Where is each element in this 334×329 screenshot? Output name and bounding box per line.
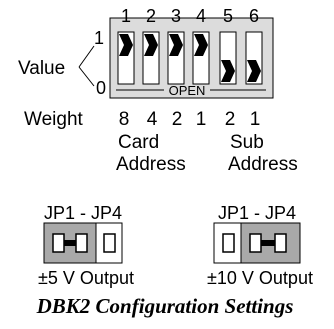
jumper-10v: JP1 - JP4 ±10 V Output bbox=[207, 203, 313, 288]
switch-number-1: 1 bbox=[121, 6, 131, 26]
jumper-10v-pin-1 bbox=[222, 233, 235, 253]
jumper-5v: JP1 - JP4 ±5 V Output bbox=[38, 203, 134, 288]
card-address-line1: Card bbox=[118, 132, 159, 153]
jumper-5v-pin-3 bbox=[103, 233, 116, 253]
weight-value-3: 2 bbox=[172, 109, 183, 130]
switch-lever-5 bbox=[221, 60, 235, 82]
weight-value-2: 4 bbox=[147, 109, 158, 130]
open-label: OPEN bbox=[169, 83, 206, 98]
switch-number-labels: 1 2 3 4 5 6 bbox=[121, 6, 259, 26]
weight-value-4: 1 bbox=[196, 109, 207, 130]
jumper-5v-pin-1 bbox=[52, 233, 65, 253]
switch-lever-2 bbox=[144, 34, 158, 56]
jumper-10v-pin-2 bbox=[249, 233, 262, 253]
value-low-label: 0 bbox=[96, 78, 106, 98]
jumper-10v-pin-3 bbox=[274, 233, 287, 253]
sub-address-line2: Address bbox=[228, 154, 298, 175]
switch-number-2: 2 bbox=[146, 6, 156, 26]
jumper-5v-output-label: ±5 V Output bbox=[38, 268, 134, 288]
weight-value-6: 1 bbox=[250, 109, 261, 130]
switch-number-6: 6 bbox=[249, 6, 259, 26]
jumper-5v-pin-2 bbox=[75, 233, 88, 253]
group-labels: Card Address Sub Address bbox=[116, 132, 298, 175]
value-label: Value bbox=[18, 58, 65, 79]
weight-label: Weight bbox=[24, 109, 84, 130]
jumper-5v-title: JP1 - JP4 bbox=[44, 203, 122, 223]
switch-lever-1 bbox=[119, 34, 133, 56]
switch-number-5: 5 bbox=[223, 6, 233, 26]
switch-lever-6 bbox=[247, 60, 261, 82]
weight-value-1: 8 bbox=[119, 109, 130, 130]
switch-number-4: 4 bbox=[196, 6, 206, 26]
jumper-10v-shorting-bar bbox=[261, 240, 275, 246]
jumper-10v-output-label: ±10 V Output bbox=[207, 268, 313, 288]
sub-address-line1: Sub bbox=[230, 132, 264, 153]
switch-lever-3 bbox=[169, 34, 183, 56]
switch-slots bbox=[117, 31, 263, 85]
card-address-line2: Address bbox=[116, 154, 186, 175]
value-high-label: 1 bbox=[94, 28, 104, 48]
value-bracket-upper bbox=[78, 45, 95, 68]
weights-row: Weight 8 4 2 1 2 1 bbox=[24, 109, 260, 130]
value-bracket-lower bbox=[78, 66, 95, 87]
jumper-10v-title: JP1 - JP4 bbox=[218, 203, 296, 223]
switch-lever-4 bbox=[194, 34, 208, 56]
jumper-5v-shorting-bar bbox=[64, 240, 76, 246]
weight-value-5: 2 bbox=[225, 109, 236, 130]
diagram-caption: DBK2 Configuration Settings bbox=[36, 294, 294, 318]
value-axis: Value 1 0 bbox=[18, 28, 106, 98]
switch-number-3: 3 bbox=[171, 6, 181, 26]
dip-switch: 1 2 3 4 5 6 OPEN bbox=[109, 6, 274, 99]
